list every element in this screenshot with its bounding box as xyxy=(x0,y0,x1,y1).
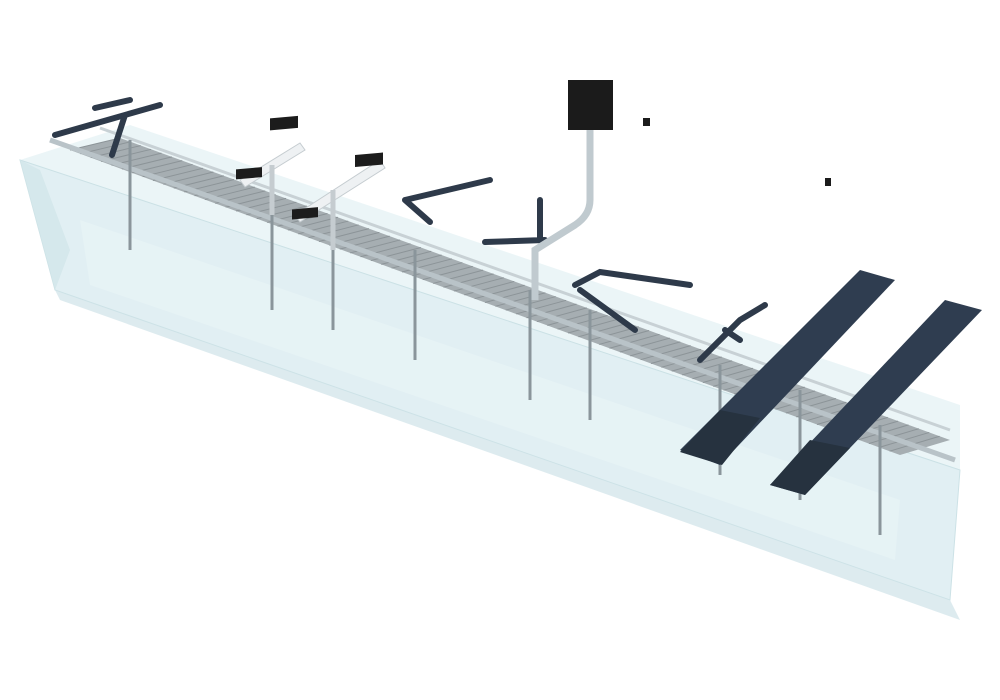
wheel-alignment-plate xyxy=(292,152,386,250)
conveyor-slat xyxy=(796,401,847,418)
conveyor-slat xyxy=(692,364,743,380)
lift-arm xyxy=(697,302,768,363)
conveyor-slat xyxy=(671,356,722,372)
conveyor-slat xyxy=(443,273,494,288)
conveyor-slat xyxy=(681,360,733,376)
glass-pit xyxy=(19,125,961,620)
conveyor-slat xyxy=(640,345,691,361)
conveyor-slat xyxy=(567,318,619,334)
conveyor-slat xyxy=(609,333,660,349)
conveyor-slat xyxy=(536,307,588,323)
conveyor-slat xyxy=(702,367,754,384)
conveyor-slat xyxy=(713,371,764,387)
lift-arm xyxy=(572,268,693,333)
conveyor-slat xyxy=(432,269,484,284)
conveyor-slat xyxy=(598,330,650,345)
conveyor-slat xyxy=(526,303,577,319)
lift-arm xyxy=(52,97,163,158)
lift-arm xyxy=(402,177,493,225)
conveyor-slat xyxy=(453,277,505,292)
conveyor-slat xyxy=(464,280,515,296)
sensor-icon xyxy=(643,118,650,126)
conveyor-slat xyxy=(619,337,671,353)
conveyor-slat xyxy=(650,348,702,364)
conveyor-slat xyxy=(484,288,536,303)
conveyor-slat xyxy=(578,322,629,338)
front-rail xyxy=(49,137,956,463)
lift-arms xyxy=(52,97,768,363)
wheel-alignment-plate xyxy=(236,115,306,215)
conveyor-slat xyxy=(785,397,837,414)
conveyor-slat xyxy=(422,265,473,281)
control-column xyxy=(531,128,594,300)
lift-arm xyxy=(482,197,548,245)
conveyor-slat xyxy=(474,284,525,300)
sensor-icon xyxy=(825,178,831,186)
conveyor-slat xyxy=(557,314,608,330)
conveyor-slat xyxy=(515,299,567,315)
conveyor-slat xyxy=(630,341,681,357)
control-box xyxy=(568,80,613,130)
